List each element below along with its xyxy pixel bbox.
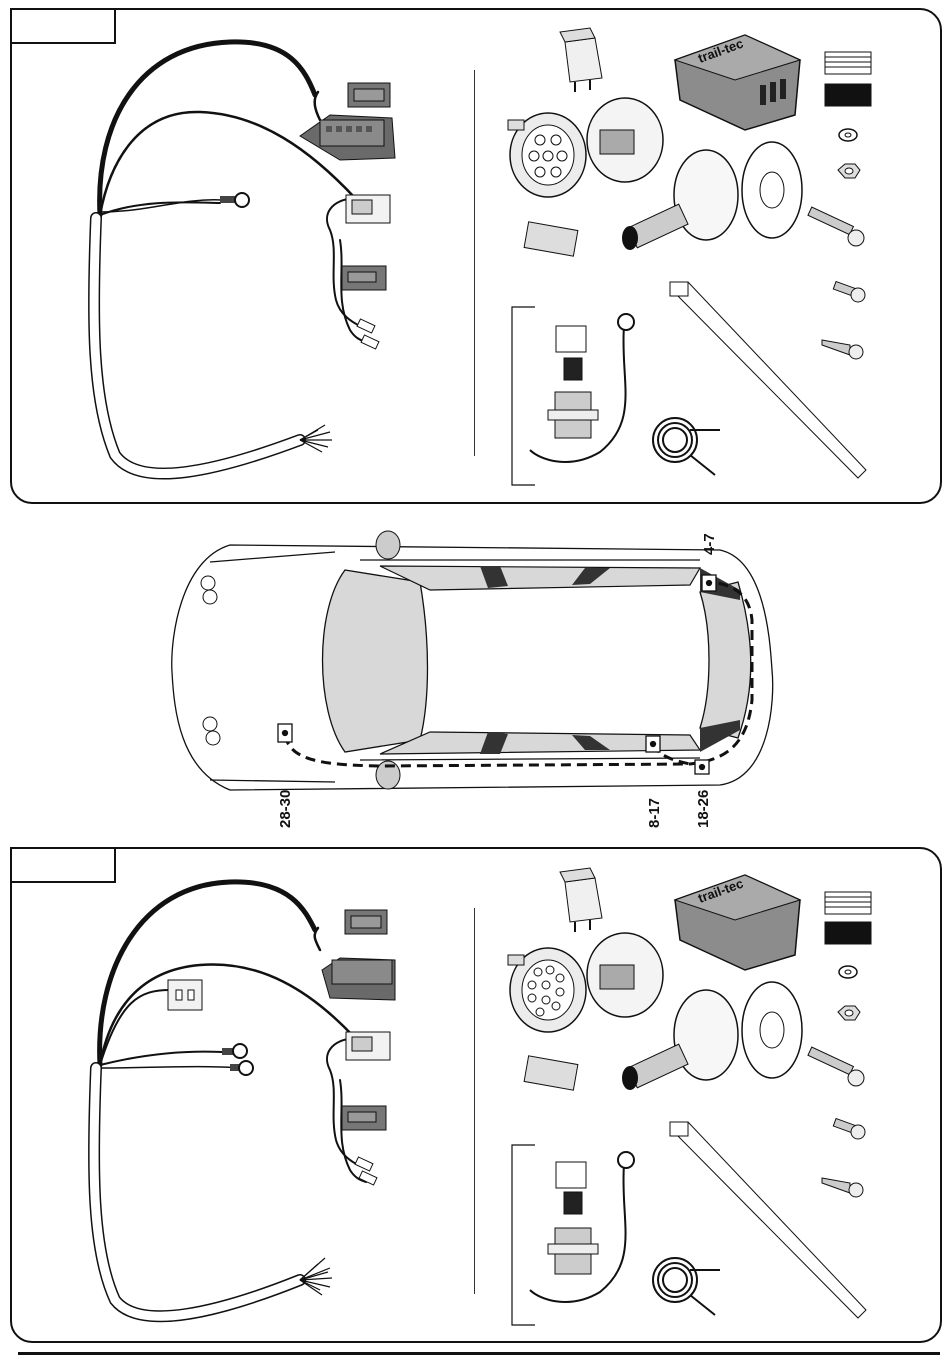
- car-windshield: [323, 570, 428, 752]
- bottom-wire-ends-icon: [300, 1258, 332, 1295]
- bottom-connector-large-icon: [322, 958, 395, 1000]
- bottom-connector-small-icon: [345, 910, 387, 934]
- car-label-4-7: 4-7: [701, 533, 718, 555]
- bottom-socket-rear-icon: [508, 948, 586, 1032]
- car-label-18-26: 18-26: [695, 790, 712, 828]
- car-label-8-17: 8-17: [646, 798, 663, 828]
- footer-rule: [18, 1352, 940, 1355]
- bottom-blade-terminals-icon: [355, 1157, 377, 1185]
- ring-terminal-b-icon: [230, 1061, 253, 1075]
- bottom-nut-icon: [838, 1006, 860, 1020]
- bottom-wiring-harness: [94, 882, 366, 1316]
- bottom-gasket-icon: [742, 982, 802, 1078]
- bottom-coiled-cable-icon: [653, 1258, 720, 1315]
- bottom-self-tapping-screw-icon: [822, 1178, 863, 1197]
- ring-terminal-a-icon: [222, 1044, 247, 1058]
- bottom-parts-drawing: trail-tec: [0, 840, 950, 1360]
- bottom-cable-tie-icon: [670, 1122, 866, 1318]
- bottom-trailer-module-icon: trail-tec: [675, 875, 800, 970]
- bottom-bolt-icon: [808, 1047, 864, 1086]
- bottom-connector-gray-icon: [342, 1106, 386, 1130]
- bottom-connector-white-icon: [346, 1032, 390, 1060]
- bottom-socket-cover-icon: [587, 933, 663, 1017]
- car-label-28-30: 28-30: [277, 790, 294, 828]
- bottom-swatch-striped-icon: [825, 892, 871, 914]
- bottom-relay-icon: [560, 868, 602, 932]
- white-plug-icon: [168, 980, 202, 1010]
- bottom-fuse-kit-bracket-icon: [512, 1145, 535, 1325]
- bottom-screw-icon: [833, 1118, 865, 1139]
- bottom-washer-icon: [839, 966, 857, 978]
- bottom-small-connector-icon: [524, 1056, 578, 1090]
- bottom-fuse-holder-icon: [548, 1162, 598, 1274]
- bottom-swatch-black-icon: [825, 922, 871, 944]
